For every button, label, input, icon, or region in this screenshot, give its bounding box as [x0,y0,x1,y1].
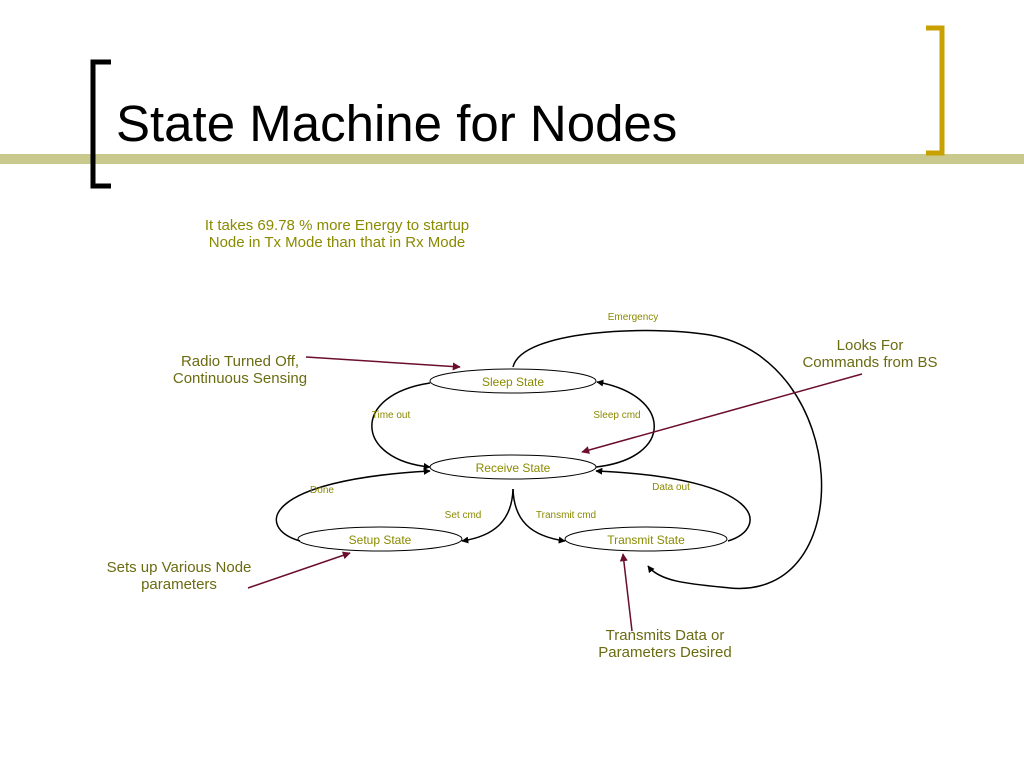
transmit-state-label: Transmit State [607,533,685,547]
transmit-cmd-arrow [512,488,566,544]
emergency-arrow [512,329,823,589]
sets-up-callout-line2: parameters [141,576,217,593]
set-cmd-label: Set cmd [445,510,482,521]
sleep-cmd-arrow [595,379,655,468]
data-out-arrow [595,467,751,542]
set-cmd-arrow [461,488,514,544]
energy-note-line2: Node in Tx Mode than that in Rx Mode [209,234,466,251]
data-out-label: Data out [652,482,690,493]
radio-off-callout-line2: Continuous Sensing [173,370,307,387]
sleep-state-node [429,368,597,394]
transmits-callout-line1: Transmits Data or [606,627,725,644]
left-bracket [90,59,111,189]
time-out-label: Time out [372,410,411,421]
energy-note-line1: It takes 69.78 % more Energy to startup [205,217,469,234]
done-arrow [275,467,431,542]
looks-for-callout-line1: Looks For [837,337,904,354]
sets-up-callout-line1: Sets up Various Node [107,559,252,576]
title-rule [0,154,1024,164]
emergency-label: Emergency [608,312,659,323]
looks-for-callout-line2: Commands from BS [802,354,937,371]
transmits-callout-line2: Parameters Desired [598,644,731,661]
sets-up-callout-arrow [247,551,351,589]
receive-state-label: Receive State [476,461,551,475]
setup-state-label: Setup State [349,533,412,547]
transmits-callout-arrow [619,553,633,632]
time-out-arrow [371,382,431,470]
looks-for-callout-arrow [581,373,863,454]
transmit-cmd-label: Transmit cmd [536,510,596,521]
sleep-cmd-label: Sleep cmd [593,410,640,421]
radio-off-callout-arrow [305,356,461,371]
slide-title: State Machine for Nodes [116,98,686,149]
radio-off-callout-line1: Radio Turned Off, [181,353,299,370]
sleep-state-label: Sleep State [482,375,544,389]
right-bracket [926,25,945,156]
done-label: Done [310,485,334,496]
